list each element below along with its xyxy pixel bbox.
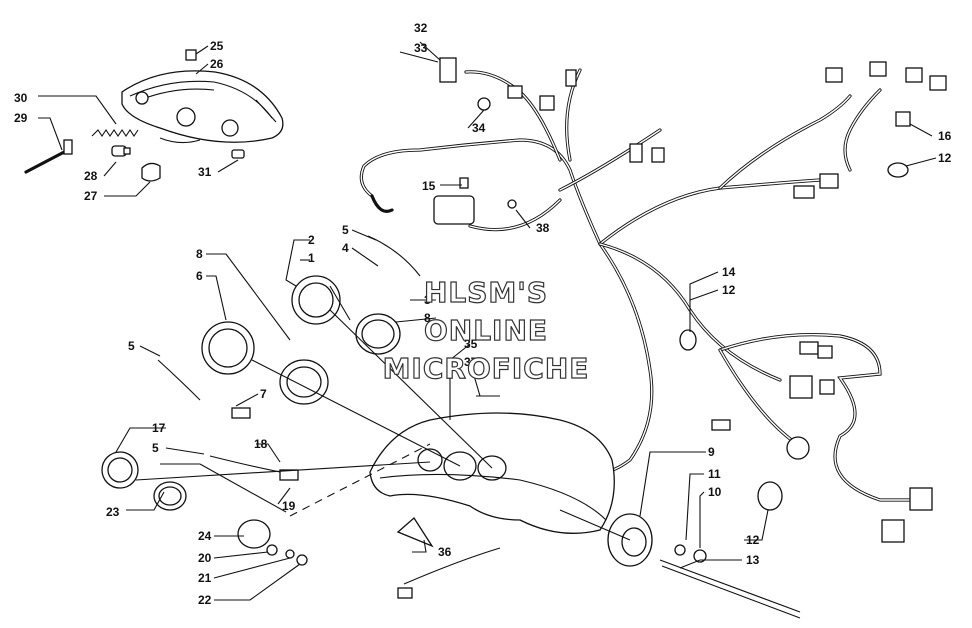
callout-6: 6	[196, 269, 203, 283]
callout-11: 11	[708, 467, 721, 481]
callout-35: 35	[464, 337, 478, 351]
callout-30: 30	[14, 91, 28, 105]
callout-2: 2	[308, 233, 315, 247]
callout-14: 14	[722, 265, 736, 279]
callout-5-top: 5	[342, 223, 349, 237]
callout-33: 33	[414, 41, 428, 55]
callout-5-mid: 5	[128, 339, 135, 353]
callout-31: 31	[198, 165, 212, 179]
callout-36: 36	[438, 545, 452, 559]
callout-10: 10	[708, 485, 722, 499]
watermark-line-3: MICROFICHE	[383, 352, 590, 385]
callout-26: 26	[210, 57, 224, 71]
instrument-console	[369, 395, 615, 534]
callout-9: 9	[708, 445, 715, 459]
callout-16: 16	[938, 129, 952, 143]
watermark-line-1: HLSM'S	[424, 276, 548, 309]
callout-8-right: 8	[424, 311, 431, 325]
watermark-line-2: ONLINE	[424, 314, 548, 347]
callout-20: 20	[198, 551, 212, 565]
callout-4: 4	[342, 241, 349, 255]
headlight-assembly	[24, 49, 284, 182]
callout-17: 17	[152, 421, 166, 435]
callout-21: 21	[198, 571, 212, 585]
callout-32: 32	[414, 21, 428, 35]
callout-22: 22	[198, 593, 212, 607]
callout-5-low: 5	[152, 441, 159, 455]
callout-28: 28	[84, 169, 98, 183]
callout-3: 3	[424, 293, 431, 307]
callout-8-left: 8	[196, 247, 203, 261]
callout-13: 13	[746, 553, 760, 567]
callout-27: 27	[84, 189, 98, 203]
callout-34: 34	[472, 121, 486, 135]
watermark: HLSM'S ONLINE MICROFICHE	[382, 275, 590, 385]
callout-29: 29	[14, 111, 28, 125]
callout-23: 23	[106, 505, 120, 519]
callout-labels: 32 33 34 25 26 30 29 28 27 31 15 38 16 1…	[14, 21, 952, 607]
callout-25: 25	[210, 39, 224, 53]
callout-19: 19	[282, 499, 296, 513]
guide-lines	[135, 309, 631, 541]
gauges	[101, 235, 801, 619]
callout-1: 1	[308, 251, 315, 265]
callout-18: 18	[254, 437, 268, 451]
callout-7: 7	[260, 387, 267, 401]
callout-37: 37	[464, 355, 478, 369]
callout-12-low: 12	[746, 533, 760, 547]
callout-15: 15	[422, 179, 436, 193]
leader-lines	[38, 41, 937, 601]
callout-12-mid: 12	[722, 283, 736, 297]
callout-24: 24	[198, 529, 212, 543]
callout-12-top: 12	[938, 151, 952, 165]
callout-38: 38	[536, 221, 550, 235]
